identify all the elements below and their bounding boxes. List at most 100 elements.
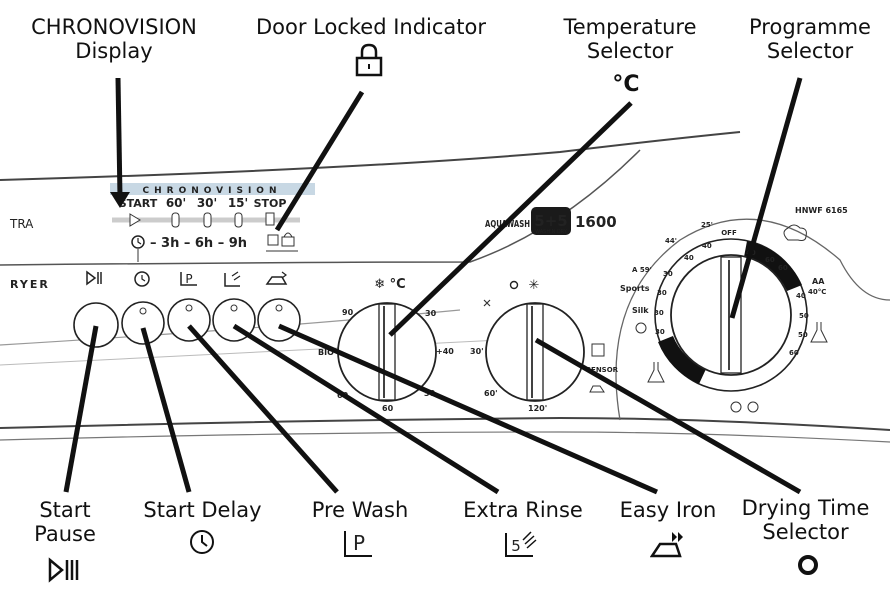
- programme-temp-12: 50: [798, 331, 808, 339]
- chronovision-display-label: CHRONOVISION Display: [31, 15, 197, 63]
- model-badge-box: [531, 207, 571, 235]
- programme-temp-11: 50: [799, 312, 809, 320]
- svg-text:P: P: [353, 531, 365, 555]
- programme-temp-1: 40: [702, 242, 712, 250]
- programme-25: 25': [701, 221, 713, 229]
- programme-flask-icon: [810, 322, 828, 343]
- programme-temp-9: 60: [778, 264, 788, 272]
- brand-fragment: TRA: [9, 217, 34, 231]
- start-delay-icon: [187, 527, 217, 557]
- model-code: HNWF 6165: [795, 206, 848, 215]
- programme-44: 44': [665, 237, 677, 245]
- temp-tick-30a: 30: [425, 309, 437, 318]
- celsius-symbol: °C: [612, 72, 640, 97]
- temperature-dial-symbol: ❄ °C: [374, 277, 405, 292]
- dry-tick-30: 30': [470, 347, 484, 356]
- start-delay-led: [139, 307, 147, 315]
- start-delay-label: Start Delay: [143, 498, 262, 522]
- pre-wash-icon: P: [342, 528, 376, 560]
- programme-silk: Silk: [632, 306, 649, 315]
- timeline-30: 30': [197, 196, 217, 210]
- timeline-led-60: [171, 212, 180, 228]
- temp-tick-90: 90: [342, 308, 354, 317]
- easy-iron-icon: [649, 528, 690, 560]
- timeline-15: 15': [228, 196, 248, 210]
- panel-door-lock-led: [267, 234, 279, 246]
- extra-rinse-icon: 5: [503, 528, 539, 560]
- start-delay-panel-icon: [134, 271, 150, 287]
- pre-wash-label: Pre Wash: [311, 498, 409, 522]
- programme-sports: Sports: [620, 284, 650, 293]
- start-pause-button[interactable]: [73, 302, 119, 348]
- arrow-door-lock: [274, 90, 365, 232]
- temperature-selector-label: Temperature Selector: [563, 15, 697, 63]
- model-badge-rpm: 1600: [575, 213, 617, 231]
- arrow-start-pause: [63, 325, 99, 493]
- programme-temp-13: 60: [789, 349, 799, 357]
- drying-time-icon: [795, 552, 821, 578]
- delay-clock-icon: [131, 235, 145, 249]
- dry-fan-icon: [483, 299, 491, 307]
- start-delay-button[interactable]: [121, 301, 165, 345]
- delay-scale: – 3h – 6h – 9h: [150, 236, 247, 251]
- temp-tick-60: 60: [382, 404, 394, 413]
- pre-wash-button[interactable]: [167, 298, 211, 342]
- timeline-led-15: [234, 212, 243, 228]
- timeline-stop: STOP: [254, 197, 287, 210]
- arrow-programme: [729, 77, 803, 319]
- timeline-led-30: [203, 212, 212, 228]
- drying-time-dial-knob: [526, 303, 544, 401]
- dry-tick-sensor: SENSOR: [586, 366, 619, 374]
- extra-rinse-led: [230, 304, 238, 312]
- arrow-extra-rinse: [232, 323, 500, 495]
- timeline-60: 60': [166, 196, 186, 210]
- timeline-led-stop: [265, 212, 275, 226]
- panel-top-edge: [0, 131, 741, 181]
- programme-ball-icon: [635, 322, 647, 334]
- programme-selector-label: Programme Selector: [749, 15, 871, 63]
- extra-rinse-panel-icon: [224, 271, 241, 287]
- programme-temp-2: 60: [765, 256, 775, 264]
- panel-lower-curve-2: [0, 339, 501, 366]
- timeline-start: START: [119, 197, 158, 210]
- dry-iron-icon: [589, 385, 605, 393]
- programme-temp-3: 40: [684, 254, 694, 262]
- panel-door-lock-icon: [281, 236, 295, 247]
- easy-iron-panel-icon: [265, 271, 288, 285]
- model-badge-main: 5+5: [534, 212, 567, 230]
- pre-wash-panel-icon: P: [180, 272, 197, 286]
- dry-tick-60: 60': [484, 389, 498, 398]
- arrow-start-delay: [140, 327, 192, 493]
- programme-dial-dark-arc-2: [658, 336, 706, 384]
- start-pause-label: Start Pause: [34, 498, 96, 546]
- dry-tick-120: 120': [528, 404, 547, 413]
- chronovision-strip: [110, 183, 315, 195]
- start-pause-icon: [47, 556, 87, 586]
- panel-swoosh-line: [0, 149, 641, 266]
- drying-time-selector-label: Drying Time Selector: [741, 496, 870, 544]
- programme-temp-7: 30: [655, 328, 665, 336]
- pre-wash-led: [185, 304, 193, 312]
- chronovision-strip-text: CHRONOVISION: [143, 186, 282, 196]
- model-badge-sub: WASH'N DRY: [535, 229, 568, 235]
- svg-text:5: 5: [511, 537, 521, 555]
- timeline-start-triangle: [129, 213, 141, 227]
- arrow-easy-iron: [277, 323, 659, 495]
- programme-temp-5: 30: [657, 289, 667, 297]
- svg-text:P: P: [185, 272, 192, 286]
- programme-temp-8: 40: [796, 292, 806, 300]
- arrow-chronovision: [115, 77, 123, 198]
- dryer-fragment: RYER: [10, 278, 50, 291]
- arrow-pre-wash: [187, 324, 339, 494]
- programme-aa-temp: 40°C: [808, 288, 826, 296]
- temp-tick-bio: BIO: [318, 348, 334, 357]
- easy-iron-label: Easy Iron: [619, 498, 717, 522]
- door-locked-indicator-label: Door Locked Indicator: [255, 15, 487, 39]
- programme-dial-dark-arc-1: [744, 241, 802, 291]
- start-pause-panel-icon: [86, 270, 102, 286]
- extra-rinse-label: Extra Rinse: [463, 498, 583, 522]
- dry-wardrobe-icon: [591, 343, 605, 357]
- arrow-drying-time: [534, 337, 802, 495]
- temperature-dial-knob: [378, 303, 396, 401]
